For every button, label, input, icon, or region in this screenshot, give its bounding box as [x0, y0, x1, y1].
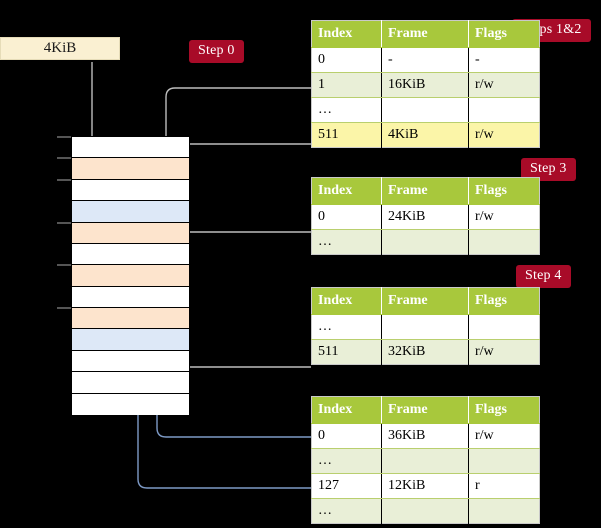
column-header-flags: Flags [468, 20, 540, 48]
table-cell-index: 127 [311, 473, 382, 499]
table-cell-frame [381, 229, 469, 255]
table-cell-flags: r/w [468, 423, 540, 449]
request-size-box: 4KiB [0, 37, 120, 60]
table-cell-flags [468, 229, 540, 255]
memory-frame-row [72, 222, 189, 244]
step-badge-step-4: Step 4 [516, 265, 571, 288]
table-cell-index: 1 [311, 72, 382, 98]
column-header-flags: Flags [468, 396, 540, 424]
table-cell-frame [381, 448, 469, 474]
memory-frame-row [72, 350, 189, 373]
memory-tick-mark [57, 178, 71, 181]
table-row[interactable]: … [311, 448, 540, 474]
memory-frame-row [72, 158, 189, 180]
step-badge-step-3: Step 3 [521, 158, 576, 181]
memory-frame-row [72, 265, 189, 287]
memory-tick-mark [57, 264, 71, 267]
memory-frame-row [72, 243, 189, 266]
table-cell-flags: r/w [468, 204, 540, 230]
column-header-index: Index [311, 287, 382, 315]
table-cell-index: … [311, 229, 382, 255]
table-cell-flags [468, 314, 540, 340]
column-header-index: Index [311, 177, 382, 205]
table-cell-flags: - [468, 47, 540, 73]
table-cell-flags: r/w [468, 72, 540, 98]
table-cell-index: 0 [311, 204, 382, 230]
table-row[interactable]: … [311, 229, 540, 255]
table-row[interactable]: … [311, 97, 540, 123]
table-cell-flags [468, 498, 540, 524]
table-cell-frame: 32KiB [381, 339, 469, 365]
table-cell-frame [381, 314, 469, 340]
table-row[interactable]: … [311, 498, 540, 524]
column-header-index: Index [311, 396, 382, 424]
column-header-frame: Frame [381, 287, 469, 315]
memory-frame-row [72, 201, 189, 223]
column-header-frame: Frame [381, 20, 469, 48]
table-cell-flags [468, 448, 540, 474]
table-row[interactable]: … [311, 314, 540, 340]
table-cell-frame: 16KiB [381, 72, 469, 98]
table-cell-index: 511 [311, 339, 382, 365]
memory-column [71, 136, 190, 415]
table-row[interactable]: 0-- [311, 47, 540, 73]
table-cell-frame: - [381, 47, 469, 73]
table-cell-index: 511 [311, 122, 382, 148]
table-cell-frame: 12KiB [381, 473, 469, 499]
column-header-flags: Flags [468, 177, 540, 205]
column-header-frame: Frame [381, 177, 469, 205]
column-header-flags: Flags [468, 287, 540, 315]
memory-tick-mark [57, 307, 71, 310]
table-cell-index: 0 [311, 47, 382, 73]
memory-tick-mark [57, 136, 71, 138]
table-cell-index: … [311, 97, 382, 123]
memory-tick-mark [57, 221, 71, 224]
column-header-frame: Frame [381, 396, 469, 424]
memory-tick-mark [57, 157, 71, 160]
memory-frame-row [72, 286, 189, 308]
memory-frame-row [72, 179, 189, 202]
table-cell-index: … [311, 314, 382, 340]
table-cell-frame [381, 498, 469, 524]
table-cell-flags: r [468, 473, 540, 499]
table-cell-index: 0 [311, 423, 382, 449]
table-cell-index: … [311, 498, 382, 524]
memory-frame-row [72, 393, 189, 415]
table-cell-index: … [311, 448, 382, 474]
table-cell-flags [468, 97, 540, 123]
table-cell-flags: r/w [468, 122, 540, 148]
memory-frame-row [72, 308, 189, 330]
memory-frame-row [72, 372, 189, 394]
table-cell-frame: 36KiB [381, 423, 469, 449]
table-cell-frame: 24KiB [381, 204, 469, 230]
memory-frame-row [72, 329, 189, 351]
table-cell-frame: 4KiB [381, 122, 469, 148]
column-header-index: Index [311, 20, 382, 48]
memory-frame-row [72, 137, 189, 159]
table-cell-frame [381, 97, 469, 123]
table-cell-flags: r/w [468, 339, 540, 365]
step-badge-step-0: Step 0 [189, 40, 244, 63]
